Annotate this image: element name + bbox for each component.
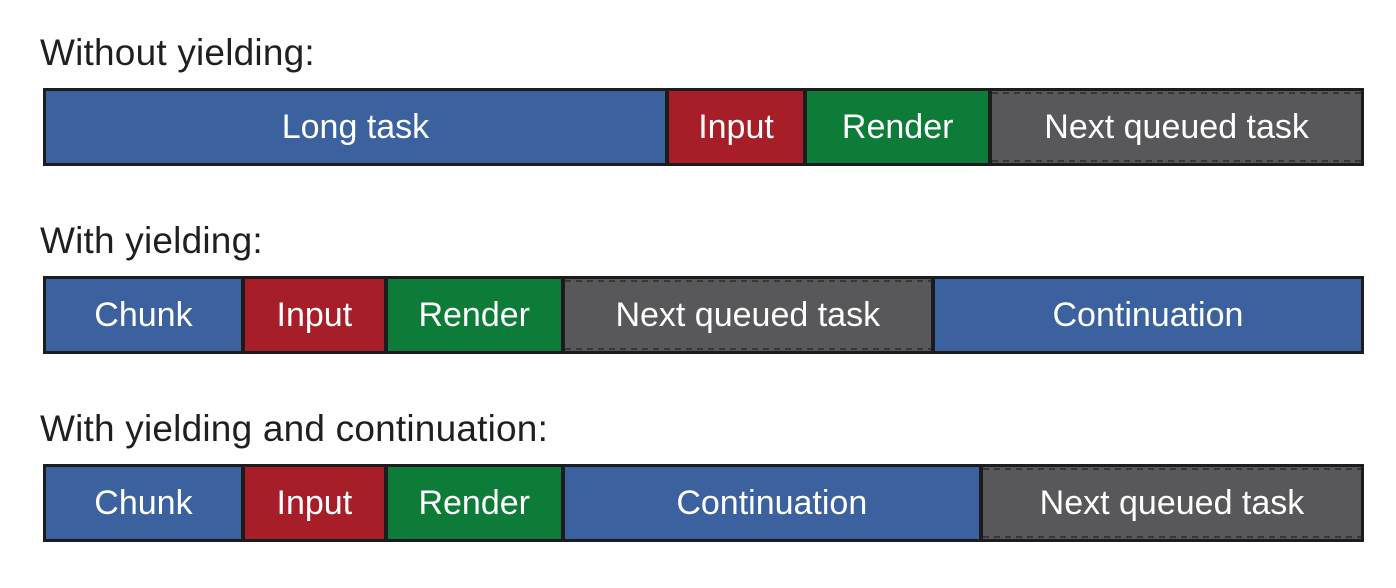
segment-label: Render (418, 295, 530, 334)
task-segment-long-task: Long task (46, 91, 665, 163)
segment-label: Chunk (94, 483, 193, 522)
segment-label: Next queued task (615, 295, 881, 334)
task-segment-render: Render (387, 279, 561, 351)
segment-label: Input (698, 107, 774, 146)
timeline-row-without-yielding: Without yielding: Long task Input Render Ne… (40, 30, 1364, 166)
row-heading: Without yielding: (40, 32, 315, 73)
timeline-row-with-yielding-and-continuation: With yielding and continuation: Chunk Inp… (40, 406, 1364, 542)
segment-label: Next queued task (1044, 107, 1309, 146)
segment-label: Render (418, 483, 530, 522)
task-segment-render: Render (807, 91, 989, 163)
task-segment-render: Render (387, 467, 561, 539)
segment-label: Render (841, 107, 954, 146)
segment-label: Continuation (676, 483, 868, 522)
task-segment-input: Input (668, 91, 804, 163)
task-segment-input: Input (244, 279, 384, 351)
segment-label: Continuation (1052, 295, 1244, 334)
row-heading: With yielding: (40, 220, 263, 261)
task-segment-chunk: Chunk (46, 467, 241, 539)
task-segment-next-queued-task: Next queued task (992, 91, 1361, 163)
segment-label: Next queued task (1039, 483, 1305, 522)
task-segment-chunk: Chunk (46, 279, 241, 351)
task-segment-continuation: Continuation (934, 279, 1361, 351)
task-segment-input: Input (244, 467, 384, 539)
segment-label: Input (276, 483, 353, 522)
row-heading: With yielding and continuation: (40, 408, 549, 449)
segment-label: Chunk (94, 295, 193, 334)
segment-label: Long task (281, 107, 430, 146)
timeline-bar: Chunk Input Render Next queued task Continua… (43, 276, 1364, 354)
task-segment-next-queued-task: Next queued task (982, 467, 1361, 539)
timeline-bar: Long task Input Render Next queued task (43, 88, 1364, 166)
timeline-row-with-yielding: With yielding: Chunk Input Render Next queu… (40, 218, 1364, 354)
segment-label: Input (276, 295, 353, 334)
task-segment-next-queued-task: Next queued task (564, 279, 931, 351)
task-segment-continuation: Continuation (564, 467, 979, 539)
timeline-bar: Chunk Input Render Continuation Next queued … (43, 464, 1364, 542)
